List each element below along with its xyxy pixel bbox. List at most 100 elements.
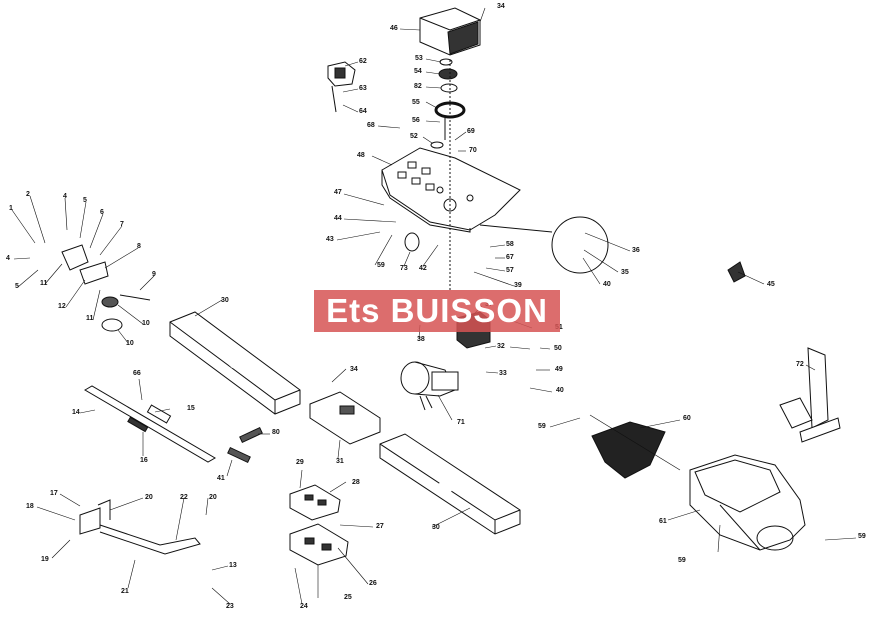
part-label-59a: 59 xyxy=(377,262,385,269)
part-label-27: 27 xyxy=(376,523,384,530)
door-arm xyxy=(79,499,201,555)
part-label-82: 82 xyxy=(414,83,422,90)
part-label-1: 1 xyxy=(9,205,13,212)
part-label-30a: 30 xyxy=(221,297,229,304)
part-label-31: 31 xyxy=(336,458,344,465)
part-label-28: 28 xyxy=(352,479,360,486)
part-label-23: 23 xyxy=(226,603,234,610)
part-label-4b: 4 xyxy=(6,255,10,262)
part-label-63: 63 xyxy=(359,85,367,92)
part-label-36: 36 xyxy=(632,247,640,254)
part-label-29: 29 xyxy=(296,459,304,466)
part-label-7: 7 xyxy=(120,221,124,228)
part-label-38: 38 xyxy=(417,336,425,343)
part-label-25: 25 xyxy=(344,594,352,601)
part-label-5b: 5 xyxy=(15,283,19,290)
part-label-43: 43 xyxy=(326,236,334,243)
part-label-54: 54 xyxy=(414,68,422,75)
part-label-56: 56 xyxy=(412,117,420,124)
part-label-35: 35 xyxy=(621,269,629,276)
part-label-55: 55 xyxy=(412,99,420,106)
trolley-bottom xyxy=(289,523,349,566)
watermark-banner: Ets BUISSON xyxy=(314,290,560,332)
sprocket-assembly xyxy=(61,244,151,332)
rail-left xyxy=(169,311,301,415)
trolley-top xyxy=(289,484,341,521)
part-label-71: 71 xyxy=(457,419,465,426)
part-label-39: 39 xyxy=(514,282,522,289)
part-label-50: 50 xyxy=(554,345,562,352)
part-label-47: 47 xyxy=(334,189,342,196)
part-label-33: 33 xyxy=(499,370,507,377)
part-label-57: 57 xyxy=(506,267,514,274)
part-label-30b: 30 xyxy=(432,524,440,531)
part-label-61: 61 xyxy=(659,518,667,525)
part-label-46: 46 xyxy=(390,25,398,32)
bulb xyxy=(404,232,420,252)
part-label-10a: 10 xyxy=(142,320,150,327)
part-label-60: 60 xyxy=(683,415,691,422)
part-label-48: 48 xyxy=(357,152,365,159)
part-label-59c: 59 xyxy=(678,557,686,564)
part-label-11a: 11 xyxy=(40,280,48,287)
lens xyxy=(591,421,666,479)
part-label-8: 8 xyxy=(137,243,141,250)
part-label-20a: 20 xyxy=(145,494,153,501)
bracket-45 xyxy=(727,261,746,283)
part-label-64: 64 xyxy=(359,108,367,115)
part-label-58: 58 xyxy=(506,241,514,248)
part-label-73: 73 xyxy=(400,265,408,272)
mounting-bracket xyxy=(779,347,841,443)
leader-lines xyxy=(11,7,857,605)
part-label-52: 52 xyxy=(410,133,418,140)
part-label-80: 80 xyxy=(272,429,280,436)
part-label-45: 45 xyxy=(767,281,775,288)
part-label-44: 44 xyxy=(334,215,342,222)
part-label-49: 49 xyxy=(555,366,563,373)
part-label-41: 41 xyxy=(217,475,225,482)
motor xyxy=(400,361,459,411)
limit-switch xyxy=(327,61,356,113)
part-label-70: 70 xyxy=(469,147,477,154)
part-label-15: 15 xyxy=(187,405,195,412)
part-label-66: 66 xyxy=(133,370,141,377)
part-label-34b: 34 xyxy=(350,366,358,373)
part-label-32: 32 xyxy=(497,343,505,350)
part-label-18: 18 xyxy=(26,503,34,510)
part-label-12: 12 xyxy=(58,303,66,310)
part-label-16: 16 xyxy=(140,457,148,464)
part-label-40b: 40 xyxy=(556,387,564,394)
part-label-26: 26 xyxy=(369,580,377,587)
part-label-21: 21 xyxy=(121,588,129,595)
part-label-9: 9 xyxy=(152,271,156,278)
part-label-42: 42 xyxy=(419,265,427,272)
part-label-59d: 59 xyxy=(858,533,866,540)
part-label-59b: 59 xyxy=(538,423,546,430)
part-label-67: 67 xyxy=(506,254,514,261)
part-label-62: 62 xyxy=(359,58,367,65)
carriage-plate xyxy=(309,391,381,445)
detail-circle xyxy=(551,216,609,274)
part-label-19: 19 xyxy=(41,556,49,563)
part-label-22: 22 xyxy=(180,494,188,501)
part-label-14: 14 xyxy=(72,409,80,416)
part-label-11b: 11 xyxy=(86,315,94,322)
gear-stack xyxy=(430,58,466,290)
chassis-plate xyxy=(381,147,521,233)
cover-top xyxy=(419,7,481,56)
part-label-34a: 34 xyxy=(497,3,505,10)
part-label-4a: 4 xyxy=(63,193,67,200)
part-label-13: 13 xyxy=(229,562,237,569)
part-label-40a: 40 xyxy=(603,281,611,288)
part-label-2: 2 xyxy=(26,191,30,198)
part-label-53: 53 xyxy=(415,55,423,62)
part-label-6: 6 xyxy=(100,209,104,216)
chain-piece-41 xyxy=(227,446,251,464)
part-label-10b: 10 xyxy=(126,340,134,347)
part-label-68: 68 xyxy=(367,122,375,129)
part-label-20b: 20 xyxy=(209,494,217,501)
part-label-72: 72 xyxy=(796,361,804,368)
part-label-24: 24 xyxy=(300,603,308,610)
chain-piece-80 xyxy=(239,426,263,444)
housing xyxy=(689,454,806,551)
